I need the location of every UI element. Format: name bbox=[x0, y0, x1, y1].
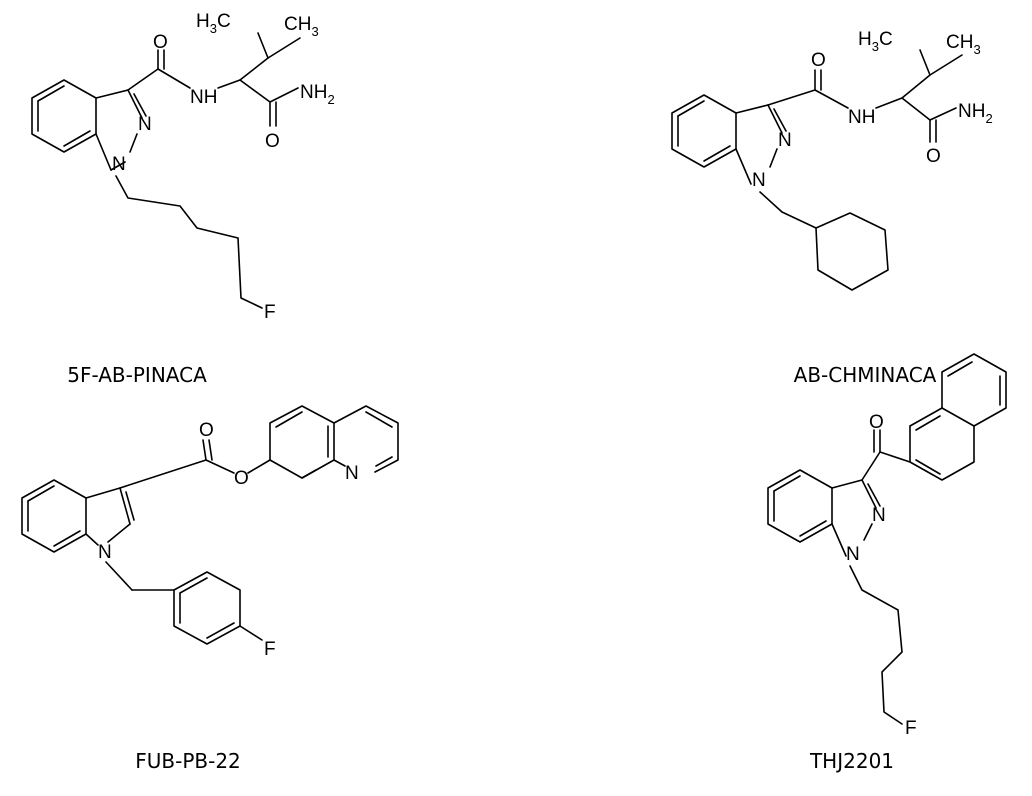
atom-o-carbonyl: O bbox=[199, 420, 214, 441]
atom-ch3-right: CH3 bbox=[946, 32, 981, 57]
atom-n-indole: N bbox=[98, 542, 112, 563]
atom-n1: N bbox=[112, 154, 126, 175]
molecule-fub-pb-22: N O O N F bbox=[21, 405, 399, 773]
naphthoyl bbox=[861, 353, 1007, 481]
atom-nh2: NH2 bbox=[300, 82, 335, 107]
carboxamide-chain bbox=[767, 49, 963, 143]
fluoropentyl-chain bbox=[849, 565, 903, 725]
carboxamide-chain bbox=[127, 32, 301, 127]
atom-o-ketone: O bbox=[869, 412, 884, 433]
indazole-core bbox=[767, 469, 881, 557]
atom-ch3-right: CH3 bbox=[284, 14, 319, 39]
atom-n2: N bbox=[872, 505, 886, 526]
atom-ch3-left: H3C bbox=[858, 29, 893, 54]
fluorobenzyl bbox=[105, 561, 263, 645]
atom-f: F bbox=[264, 639, 276, 660]
atom-n2: N bbox=[138, 114, 152, 135]
indazole-core bbox=[671, 94, 787, 185]
atom-o-carbonyl: O bbox=[153, 32, 168, 53]
atom-ch3-left: H3C bbox=[196, 11, 231, 36]
atom-n2: N bbox=[778, 130, 792, 151]
indole-core bbox=[21, 479, 135, 553]
fluoropentyl-chain bbox=[115, 175, 263, 309]
compound-label: 5F-AB-PINACA bbox=[67, 363, 207, 387]
atom-nh: NH bbox=[848, 107, 875, 128]
compound-label: THJ2201 bbox=[809, 749, 894, 773]
compound-label: FUB-PB-22 bbox=[135, 749, 241, 773]
ester-linkage bbox=[119, 439, 271, 489]
atom-o-amide: O bbox=[926, 146, 941, 167]
atom-o-amide: O bbox=[265, 131, 280, 152]
molecule-thj2201: N N O F THJ2201 bbox=[767, 353, 1007, 773]
molecule-5f-ab-pinaca: N N O NH O NH2 H3C CH3 F 5F-AB-PINACA bbox=[31, 11, 335, 387]
atom-nh2: NH2 bbox=[958, 101, 993, 126]
atom-o-ester: O bbox=[234, 468, 249, 489]
molecule-ab-chminaca: N N O NH O NH2 H3C CH3 AB-CHMINACA bbox=[671, 29, 993, 387]
quinoline-ring bbox=[269, 405, 399, 479]
cyclohexylmethyl bbox=[759, 191, 889, 291]
atom-n-quinoline: N bbox=[345, 463, 359, 484]
atom-nh: NH bbox=[190, 87, 217, 108]
compound-label: AB-CHMINACA bbox=[794, 363, 937, 387]
atom-n1: N bbox=[846, 544, 860, 565]
atom-f: F bbox=[905, 718, 917, 739]
atom-f: F bbox=[264, 302, 276, 323]
atom-o-carbonyl: O bbox=[811, 50, 826, 71]
atom-n1: N bbox=[752, 170, 766, 191]
indazole-core bbox=[31, 79, 147, 171]
